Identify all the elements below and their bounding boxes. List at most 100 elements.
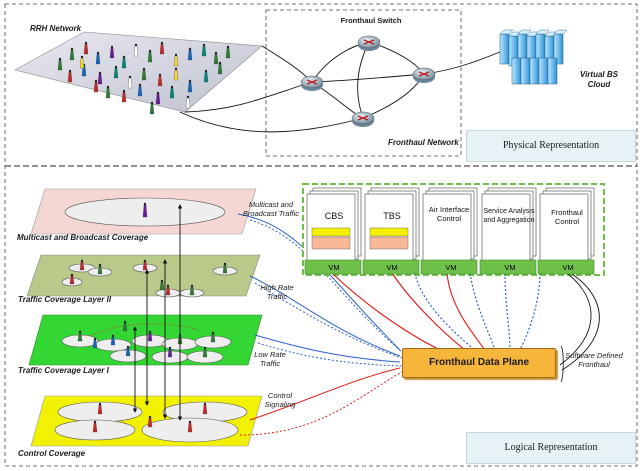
antenna-icon — [141, 67, 147, 81]
antenna-icon — [133, 43, 139, 57]
traffic-label-control: Control Signaling — [264, 391, 296, 409]
switch-icon — [357, 35, 381, 51]
antenna-icon — [155, 91, 161, 105]
switch-icon — [300, 75, 324, 91]
rrh-network-plate — [14, 31, 263, 113]
vm-links — [331, 272, 600, 371]
antenna-icon — [187, 79, 193, 93]
antenna-icon — [210, 331, 216, 343]
switch-icon — [412, 67, 436, 83]
antenna-icon — [169, 85, 175, 99]
antenna-icon — [110, 334, 116, 346]
antenna-icon — [122, 320, 128, 332]
antenna-icon — [142, 202, 148, 218]
antenna-icon — [95, 51, 101, 65]
antenna-icon — [173, 67, 179, 81]
antenna-icon — [92, 337, 98, 349]
antenna-icon — [213, 51, 219, 65]
sdf-bracket — [560, 345, 564, 383]
layer-arrows — [132, 204, 183, 421]
traffic-label-multicast: Multicast and Broadcast Traffic — [242, 200, 300, 218]
cell-boundary-dashed — [89, 323, 201, 337]
vm-title-cbs: CBS — [324, 211, 344, 221]
antenna-icon — [201, 43, 207, 57]
antenna-icon — [149, 101, 155, 115]
antenna-icon — [222, 262, 228, 274]
antenna-icon — [97, 402, 103, 415]
vm-boxes — [304, 187, 595, 275]
antenna-icon — [121, 89, 127, 103]
antenna-icon — [93, 79, 99, 93]
antenna-icon — [147, 49, 153, 63]
antenna-icon — [127, 75, 133, 89]
antenna-icon — [202, 402, 208, 415]
antenna-icon — [97, 71, 103, 85]
antenna-icon — [57, 57, 63, 71]
server-rack-icon — [511, 57, 522, 85]
antenna-icon — [105, 85, 111, 99]
antenna-icon — [69, 273, 75, 285]
layer-plate-traffic-ii — [26, 254, 261, 297]
antenna-icon — [79, 259, 85, 271]
vm-title-tbs: TBS — [383, 211, 401, 221]
rrh-network-label: RRH Network — [30, 24, 82, 33]
vm-box — [304, 187, 362, 275]
vm-title-fronthaul-control: Fronthaul Control — [551, 208, 583, 226]
logical-antenna-group — [69, 202, 228, 433]
antenna-icon — [109, 45, 115, 59]
virtual-bs-cloud-label: Virtual BS Cloud — [580, 70, 618, 89]
server-rack-icon — [538, 57, 549, 85]
antenna-icon — [113, 65, 119, 79]
antenna-icon — [187, 47, 193, 61]
layer-label-control: Control Coverage — [18, 449, 86, 458]
server-rack-icon — [529, 57, 540, 85]
antenna-icon — [185, 95, 191, 109]
antenna-icon — [157, 73, 163, 87]
antenna-icon — [147, 415, 153, 428]
antenna-icon — [69, 47, 75, 61]
antenna-icon — [67, 69, 73, 83]
fronthaul-switch-label: Fronthaul Switch — [340, 16, 402, 25]
server-rack-icon — [553, 29, 568, 65]
server-rack-icon — [520, 57, 531, 85]
switch-icon — [351, 111, 375, 127]
fronthaul-data-plane-box: Fronthaul Data Plane — [402, 348, 556, 378]
vm-foot-air-interface: VM — [445, 263, 457, 272]
vm-foot-cbs: VM — [328, 263, 340, 272]
vm-box — [362, 187, 420, 275]
layer-label-traffic-i: Traffic Coverage Layer I — [18, 366, 109, 375]
server-rack-icon — [547, 57, 558, 85]
antenna-icon — [189, 284, 195, 296]
antenna-icon — [79, 55, 85, 69]
physical-representation-tag: Physical Representation — [466, 130, 636, 162]
traffic-label-high-rate: High Rate Traffic — [260, 283, 294, 301]
outer-frame — [4, 3, 638, 467]
antenna-icon — [202, 346, 208, 358]
vm-box — [420, 187, 478, 275]
layer-label-multicast: Multicast and Broadcast Coverage — [17, 233, 149, 242]
antenna-icon — [92, 420, 98, 433]
layer-label-traffic-ii: Traffic Coverage Layer II — [18, 295, 112, 304]
antenna-icon — [203, 69, 209, 83]
antenna-icon — [125, 345, 131, 357]
antenna-icon — [97, 263, 103, 275]
traffic-label-low-rate: Low Rate Traffic — [254, 350, 286, 368]
antenna-icon — [225, 45, 231, 59]
vm-box — [537, 187, 595, 275]
software-defined-fronthaul-label: Software Defined Fronthaul — [565, 351, 623, 369]
rrh-antenna-group — [57, 41, 231, 115]
antenna-icon — [217, 61, 223, 75]
fronthaul-network-label: Fronthaul Network — [388, 138, 459, 147]
antenna-icon — [167, 346, 173, 358]
fronthaul-network-box — [265, 9, 462, 157]
logical-representation-tag: Logical Representation — [466, 432, 636, 464]
vm-title-service-analysis: Service Analysis and Aggregation — [483, 208, 535, 224]
virtual-bs-cloud-icon — [499, 29, 568, 85]
vm-foot-fronthaul-control: VM — [562, 263, 574, 272]
vm-title-air-interface: Air Interface Control — [428, 205, 470, 223]
antenna-icon — [77, 330, 83, 342]
vm-foot-tbs: VM — [386, 263, 398, 272]
antenna-icon — [187, 420, 193, 433]
antenna-icon — [159, 41, 165, 55]
